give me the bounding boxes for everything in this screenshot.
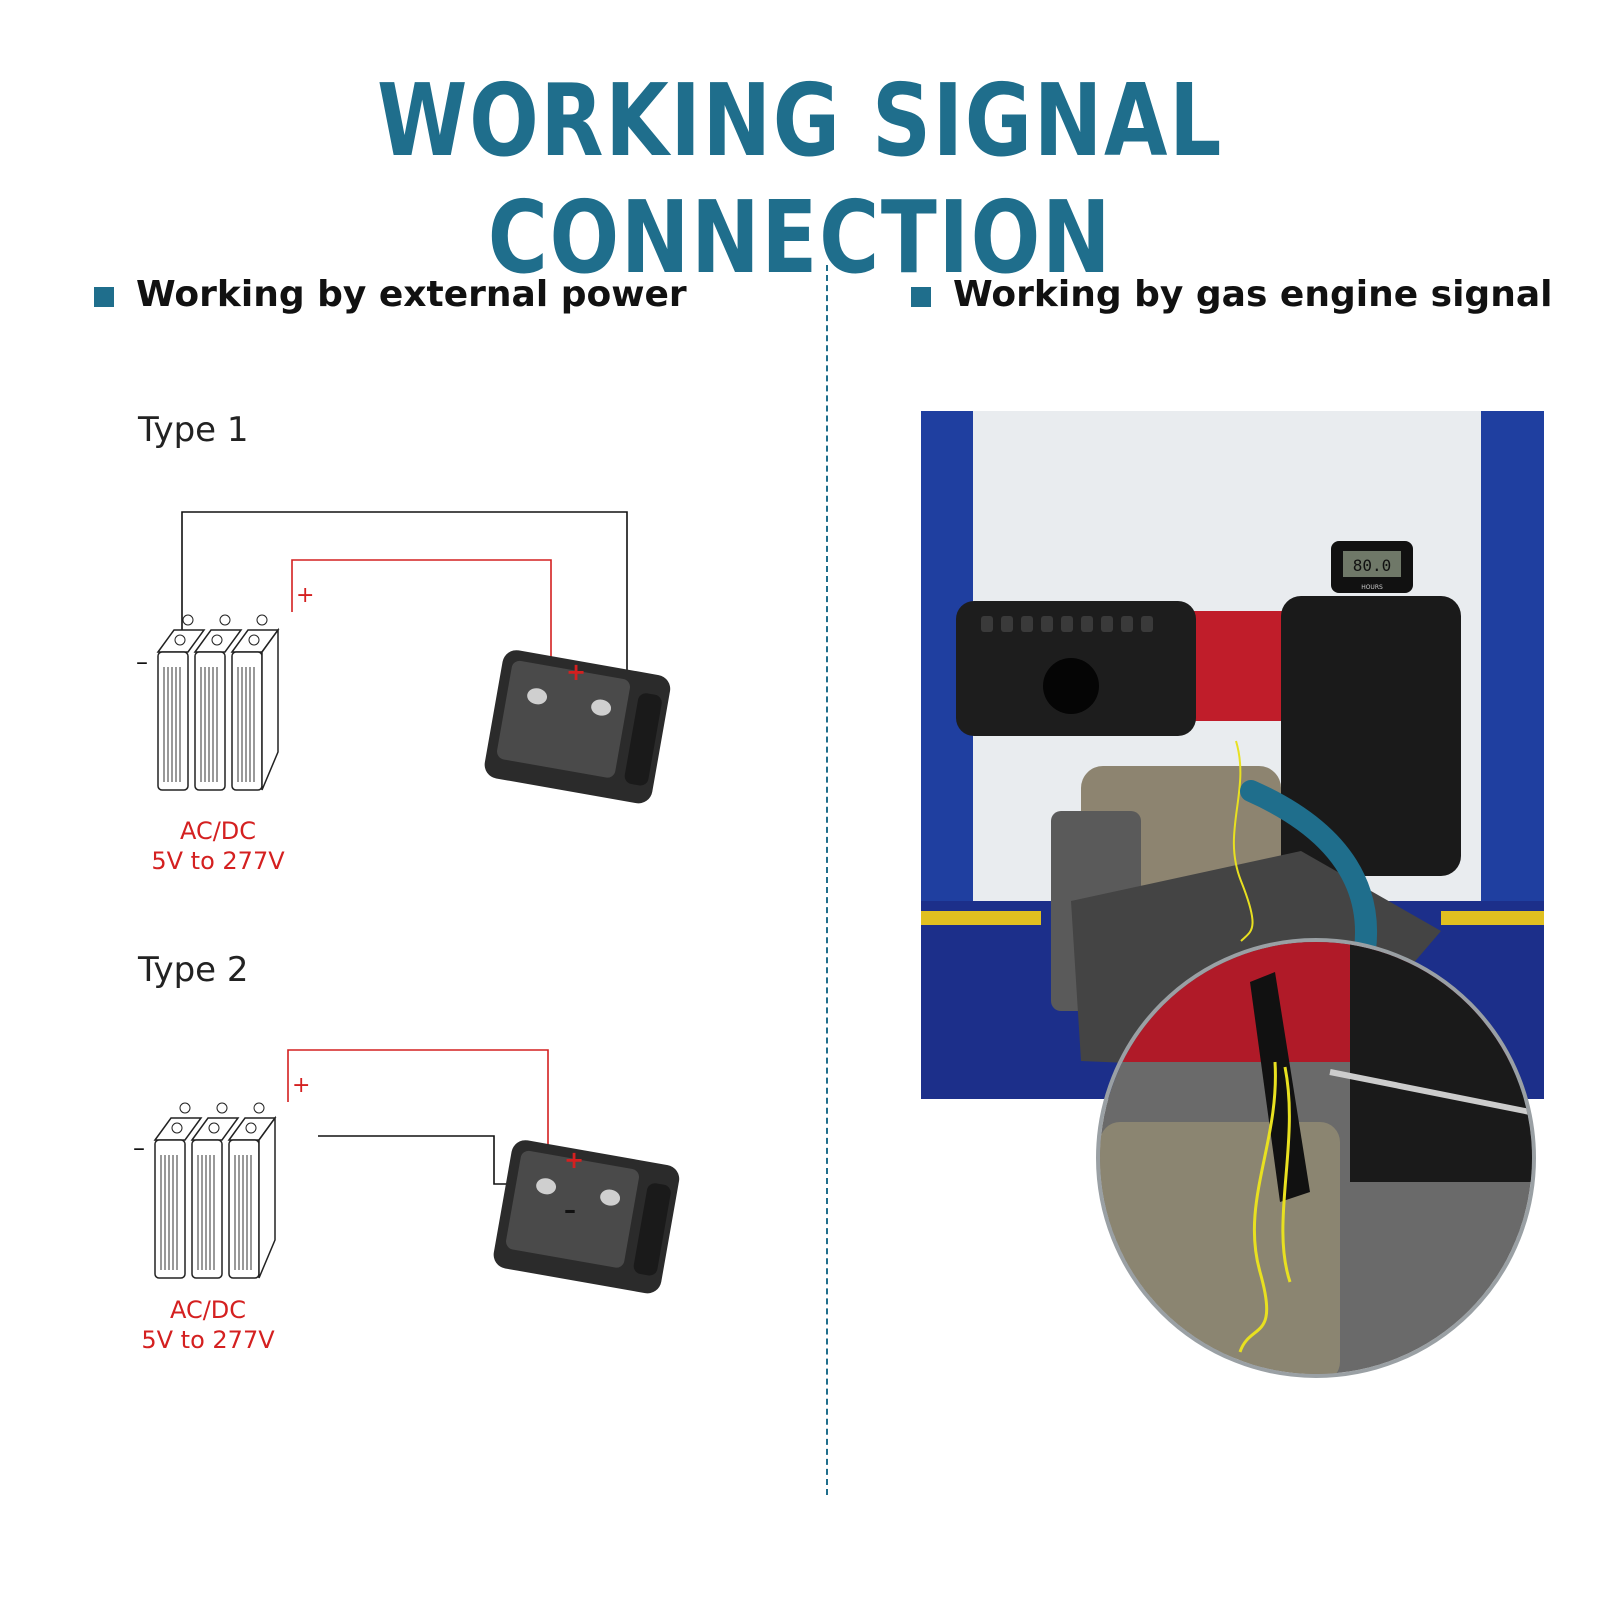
type-1-voltage-type: AC/DC bbox=[179, 817, 257, 845]
type-1-battery-minus: – bbox=[136, 648, 148, 676]
type-2-voltage-range: 5V to 277V bbox=[141, 1326, 275, 1354]
right-heading: Working by gas engine signal bbox=[953, 274, 1553, 315]
type-1-hour-meter bbox=[484, 650, 671, 804]
type-2-wiring-diagram: + – + – bbox=[133, 1049, 680, 1294]
type-2-meter-plus: + bbox=[564, 1146, 584, 1174]
type-2-meter-minus: – bbox=[564, 1196, 576, 1224]
type-1-wiring-diagram: + – + bbox=[136, 511, 671, 804]
type-1-positive-wire bbox=[291, 559, 552, 668]
type-2-label: Type 2 bbox=[138, 950, 249, 990]
page-title: WORKING SIGNAL CONNECTION bbox=[376, 62, 1224, 296]
meter-display: 80.0 bbox=[1353, 556, 1392, 575]
left-heading-bullet bbox=[94, 287, 114, 307]
type-1-negative-wire bbox=[181, 511, 628, 690]
type-2-hour-meter bbox=[493, 1140, 680, 1294]
type-1-label: Type 1 bbox=[138, 410, 249, 450]
type-2-voltage-type: AC/DC bbox=[169, 1296, 247, 1324]
type-1-battery-pack bbox=[156, 614, 280, 791]
type-2-battery-pack bbox=[153, 1102, 277, 1279]
type-1-voltage: AC/DC 5V to 277V bbox=[148, 816, 288, 876]
type-1-battery-plus: + bbox=[296, 583, 314, 608]
type-2-negative-wire bbox=[318, 1135, 540, 1185]
engine-zoom-inset bbox=[1096, 938, 1536, 1378]
type-2-voltage: AC/DC 5V to 277V bbox=[138, 1295, 278, 1355]
meter-caption: HOURS bbox=[1361, 584, 1383, 591]
right-heading-bullet bbox=[911, 287, 931, 307]
type-1-meter-plus: + bbox=[566, 658, 586, 686]
column-divider bbox=[826, 265, 828, 1495]
left-heading: Working by external power bbox=[136, 274, 687, 315]
type-2-positive-wire bbox=[287, 1049, 549, 1158]
type-2-battery-minus: – bbox=[133, 1134, 145, 1162]
type-1-voltage-range: 5V to 277V bbox=[151, 847, 285, 875]
type-2-battery-plus: + bbox=[292, 1073, 310, 1098]
